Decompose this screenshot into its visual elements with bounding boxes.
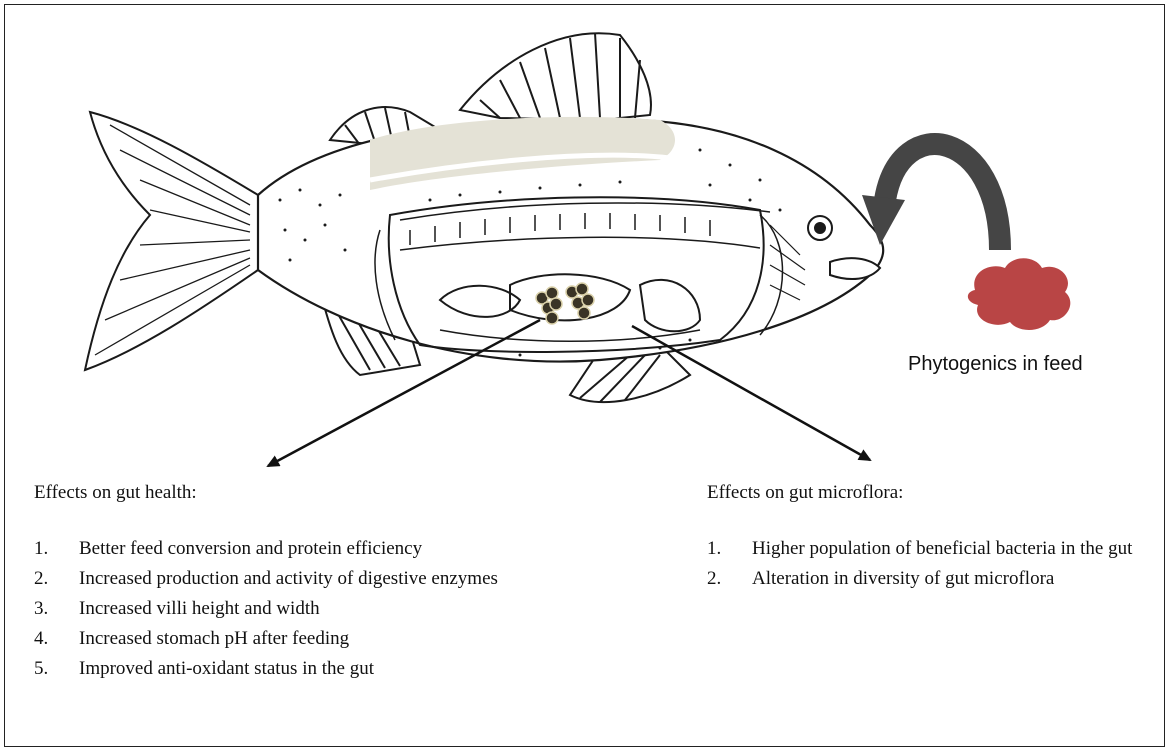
gut-microflora-heading: Effects on gut microflora:: [707, 481, 1157, 505]
gut-health-panel: Effects on gut health: 1.Better feed con…: [34, 481, 594, 687]
feed-blob-icon: [968, 258, 1070, 330]
list-item: 5.Improved anti-oxidant status in the gu…: [34, 657, 594, 681]
gut-microflora-panel: Effects on gut microflora: 1.Higher popu…: [707, 481, 1157, 597]
list-item: 2.Increased production and activity of d…: [34, 567, 594, 591]
phytogenics-label: Phytogenics in feed: [908, 353, 1083, 376]
gut-health-heading: Effects on gut health:: [34, 481, 594, 505]
list-item: 3.Increased villi height and width: [34, 597, 594, 621]
feed-arrow: [862, 144, 1000, 250]
list-item: 2.Alteration in diversity of gut microfl…: [707, 567, 1157, 591]
list-item: 4.Increased stomach pH after feeding: [34, 627, 594, 651]
arrow-to-gut-microflora: [632, 326, 870, 460]
list-item: 1.Better feed conversion and protein eff…: [34, 537, 594, 561]
list-item: 1.Higher population of beneficial bacter…: [707, 537, 1157, 561]
tail-fin: [85, 112, 258, 370]
gut-microflora-list: 1.Higher population of beneficial bacter…: [707, 537, 1157, 591]
gut-health-list: 1.Better feed conversion and protein eff…: [34, 537, 594, 681]
